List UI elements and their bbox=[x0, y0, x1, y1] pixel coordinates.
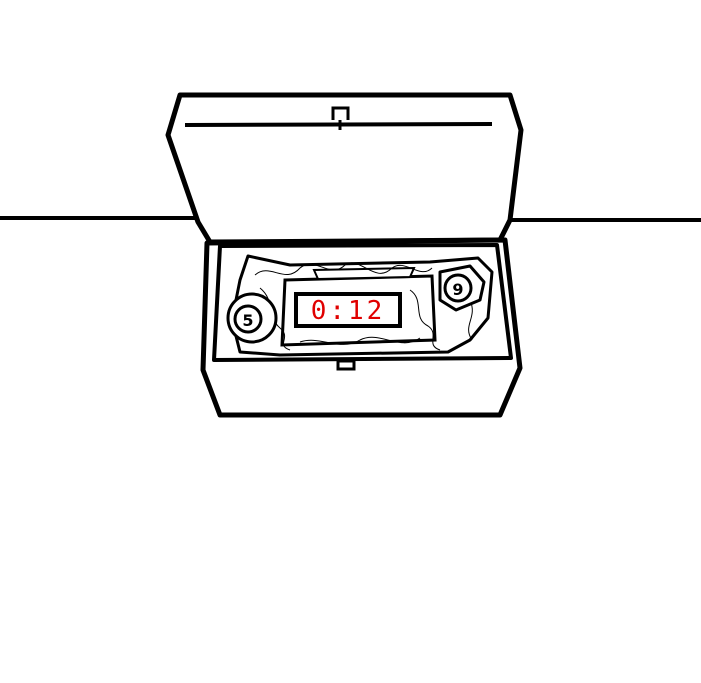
case-lid[interactable] bbox=[165, 92, 524, 245]
dial-icon[interactable] bbox=[438, 264, 486, 312]
bomb-device[interactable]: 0:12 5 9 bbox=[226, 254, 494, 357]
latch-icon[interactable] bbox=[331, 106, 350, 130]
right-dial[interactable]: 9 bbox=[438, 264, 486, 312]
lock-icon bbox=[336, 359, 356, 371]
right-dial-label: 9 bbox=[452, 280, 463, 299]
left-dial-label: 5 bbox=[242, 311, 253, 330]
timer-display: 0:12 bbox=[294, 292, 402, 328]
left-dial[interactable]: 5 bbox=[226, 292, 278, 344]
horizon-line bbox=[0, 216, 701, 222]
timer-readout: 0:12 bbox=[311, 296, 386, 326]
dial-icon[interactable] bbox=[226, 292, 278, 344]
